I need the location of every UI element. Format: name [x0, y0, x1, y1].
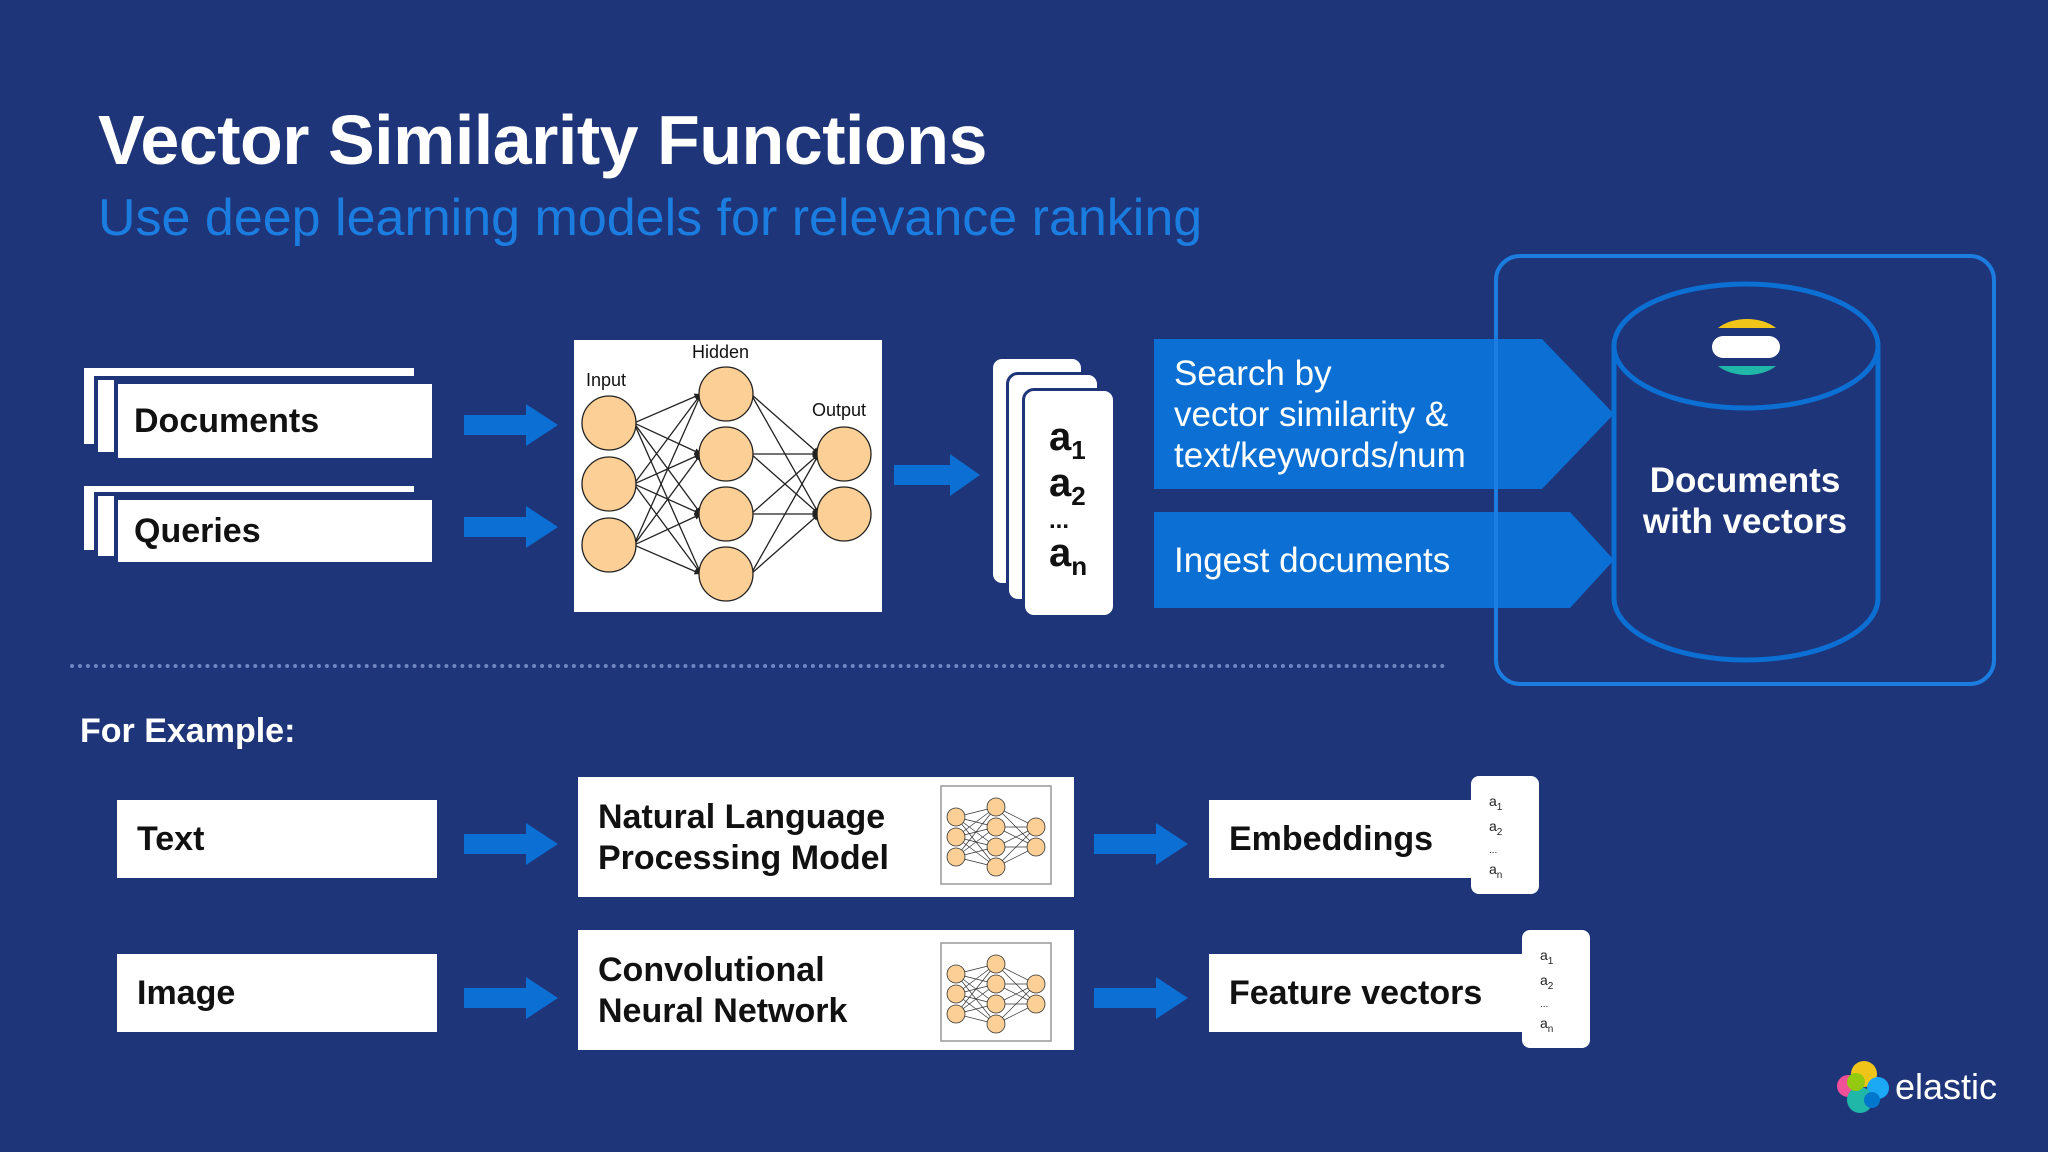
nlp-model-box: Natural Language Processing Model	[578, 777, 1074, 897]
arrow-right-icon	[464, 404, 558, 446]
elastic-logo-icon	[1837, 1061, 1889, 1113]
nlp-model-line-2: Processing Model	[598, 839, 889, 877]
neural-network-graph	[581, 366, 872, 602]
arrow-right-icon	[1094, 823, 1188, 865]
arrow-right-icon	[464, 823, 558, 865]
output-layer-label: Output	[812, 400, 867, 420]
ingest-banner	[1154, 512, 1614, 608]
vector-card-front: a1 a2 ... an	[1022, 388, 1116, 618]
queries-label: Queries	[114, 496, 432, 562]
documents-stack: Documents	[84, 368, 434, 458]
input-layer-label: Input	[586, 370, 627, 390]
example-output-embeddings: Embeddings	[1209, 800, 1471, 878]
cnn-model-line-1: Convolutional	[598, 951, 825, 989]
elasticsearch-logo-icon	[1712, 319, 1780, 375]
search-banner-line-3: text/keywords/num	[1174, 436, 1466, 475]
section-divider	[70, 664, 1446, 668]
vector-store-label: Documents with vectors	[1642, 461, 1848, 541]
documents-label: Documents	[114, 380, 432, 458]
examples-heading: For Example:	[80, 712, 296, 750]
search-banner-line-1: Search by	[1174, 354, 1332, 393]
cnn-model-line-2: Neural Network	[598, 992, 848, 1030]
mini-neural-network-icon	[940, 942, 1052, 1042]
ingest-banner-label: Ingest documents	[1174, 541, 1451, 580]
mini-neural-network-icon	[940, 785, 1052, 885]
vector-element-2: a2	[1049, 461, 1086, 511]
neural-network-diagram: Input Hidden Output	[574, 340, 882, 612]
arrow-right-icon	[894, 454, 980, 496]
vector-element-1: a1	[1049, 415, 1086, 465]
cnn-model-box: Convolutional Neural Network	[578, 930, 1074, 1050]
arrow-right-icon	[464, 506, 558, 548]
search-banner-line-2: vector similarity &	[1174, 395, 1449, 434]
elastic-brand-name: elastic	[1895, 1066, 1998, 1107]
example-input-image: Image	[117, 954, 437, 1032]
arrow-right-icon	[464, 977, 558, 1019]
vector-element-n: an	[1049, 531, 1088, 581]
vector-store-frame	[1494, 254, 1996, 686]
mini-vector-card: a1 a2 ... an	[1522, 930, 1590, 1048]
queries-stack: Queries	[84, 486, 434, 562]
slide-subtitle: Use deep learning models for relevance r…	[98, 189, 1203, 247]
example-output-feature-vectors: Feature vectors	[1209, 954, 1523, 1032]
slide-title: Vector Similarity Functions	[98, 101, 987, 179]
search-banner	[1154, 339, 1614, 489]
arrow-right-icon	[1094, 977, 1188, 1019]
vector-ellipsis: ...	[1049, 507, 1070, 534]
mini-vector-card: a1 a2 ... an	[1471, 776, 1539, 894]
hidden-layer-label: Hidden	[692, 342, 750, 362]
nlp-model-line-1: Natural Language	[598, 798, 886, 836]
example-input-text: Text	[117, 800, 437, 878]
